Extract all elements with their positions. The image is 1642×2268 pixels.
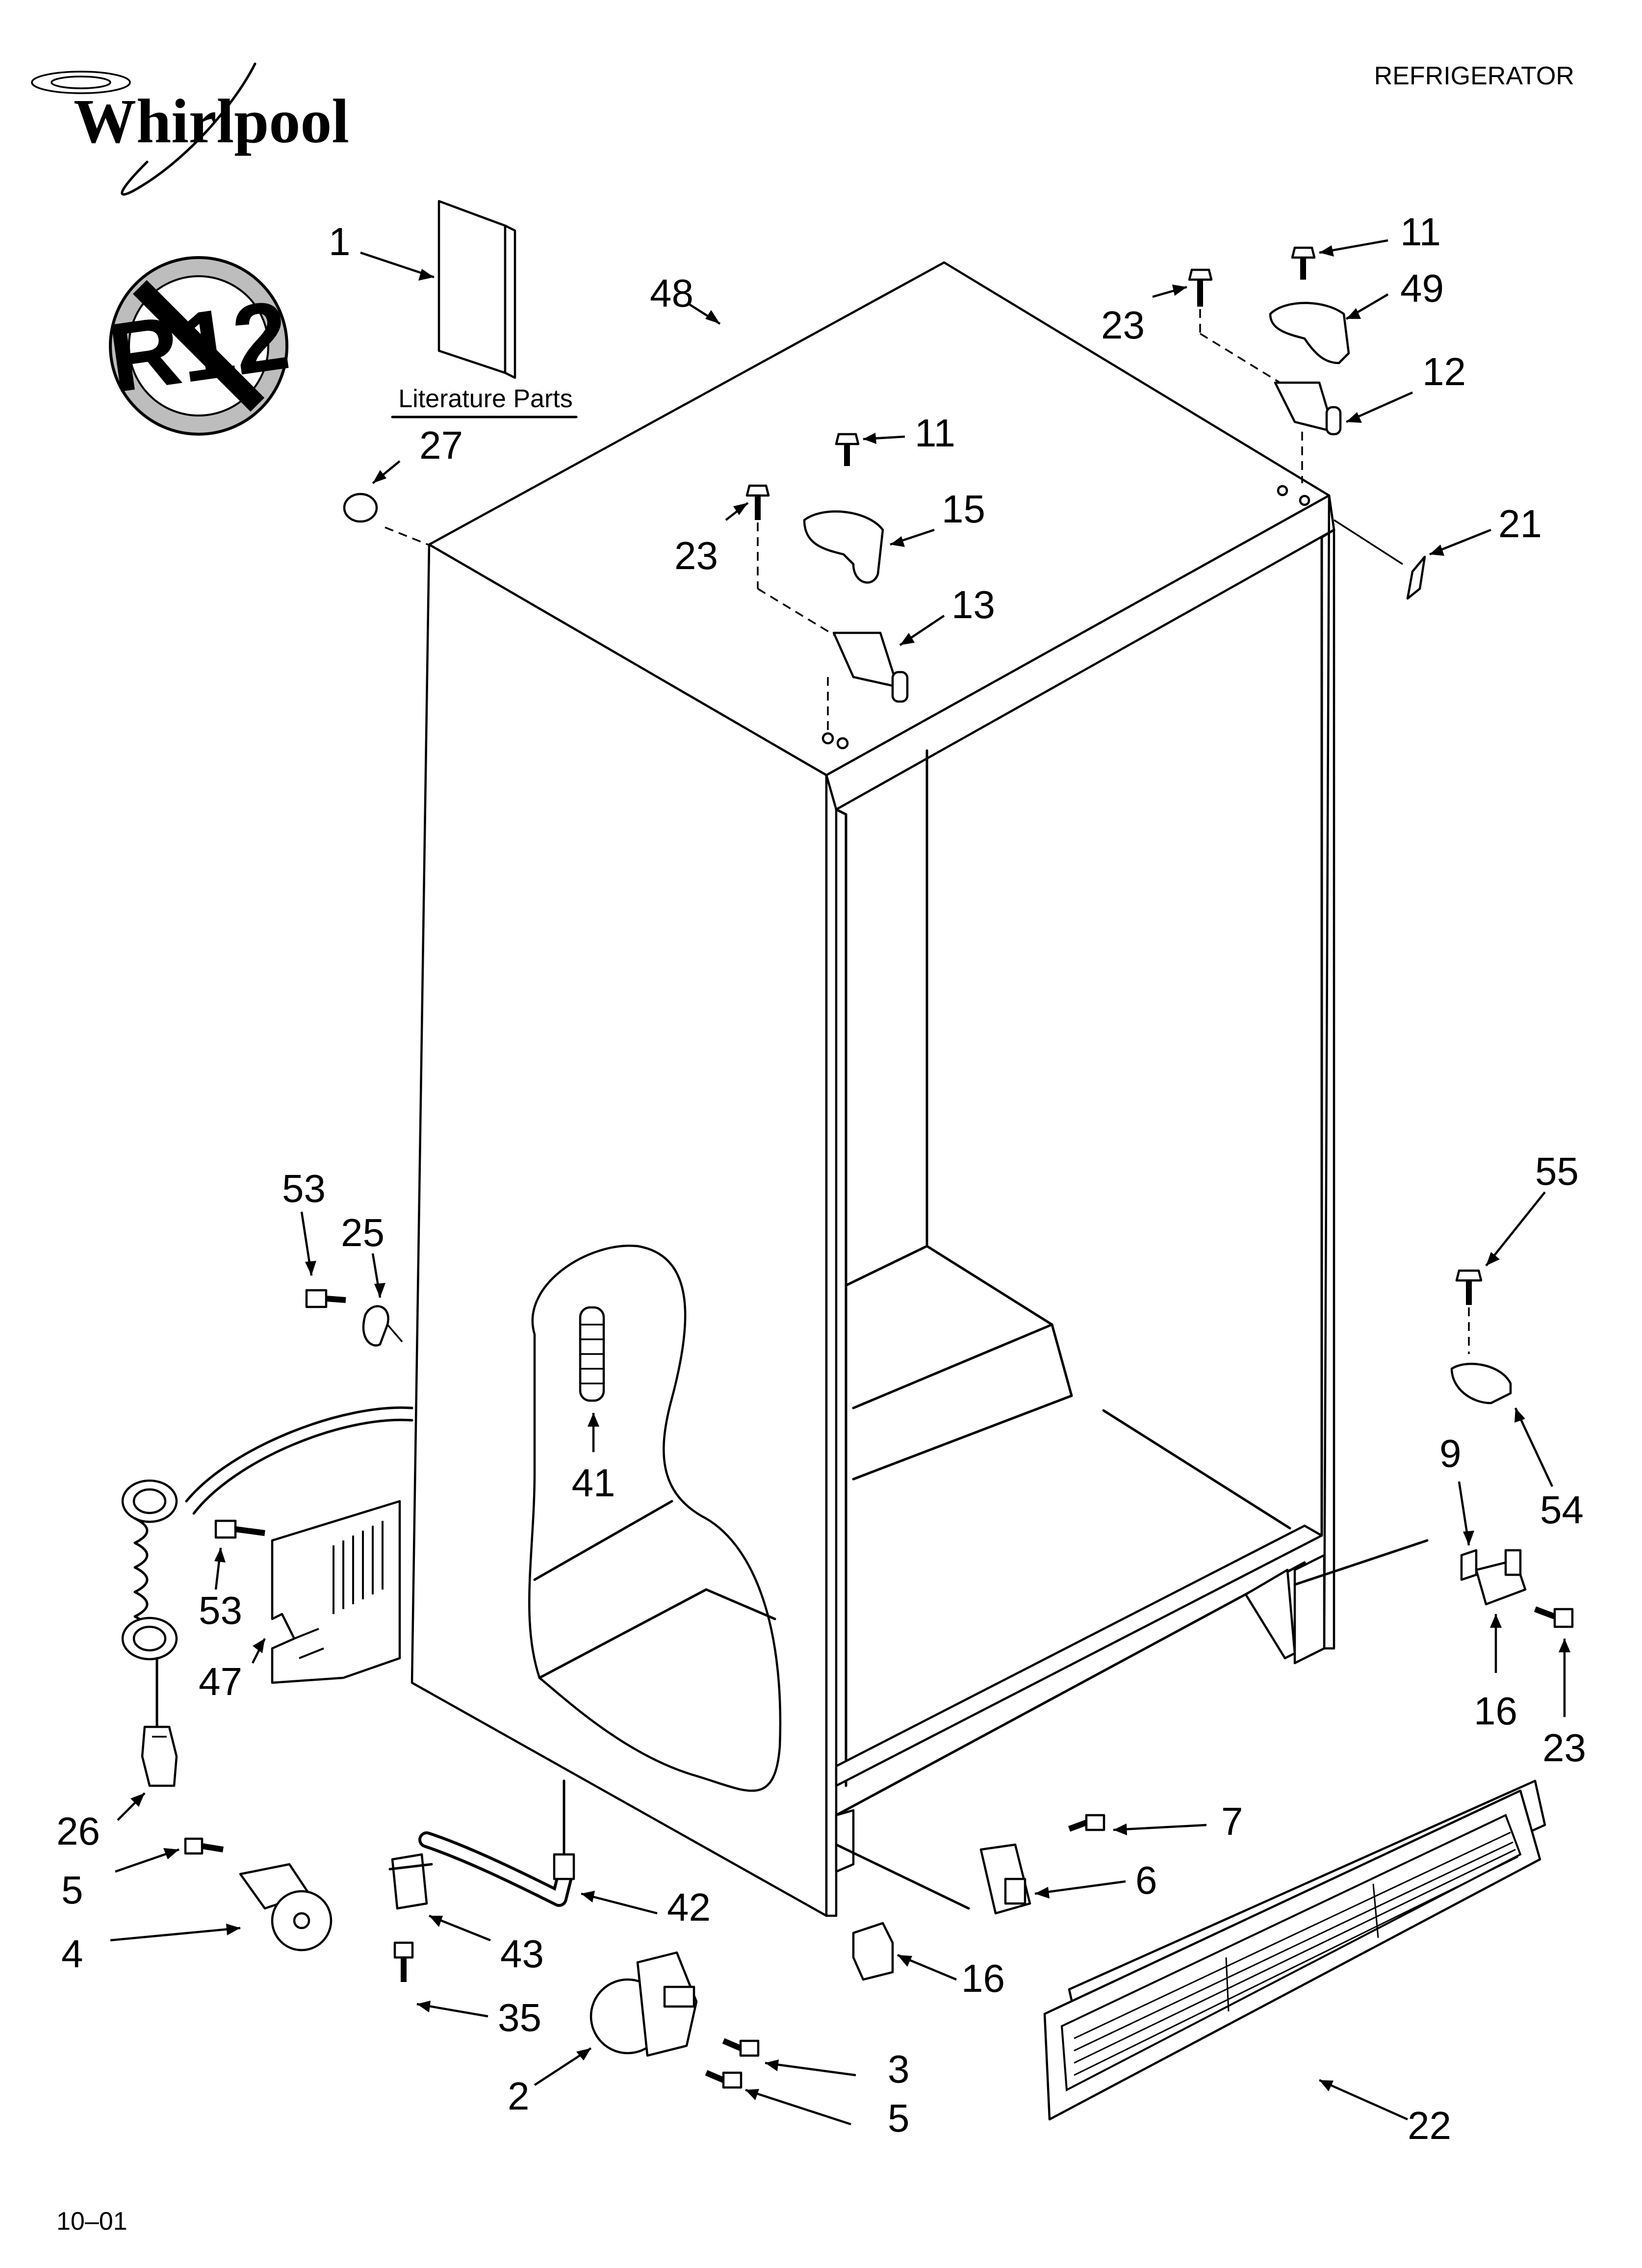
callout-25: 25 xyxy=(341,1211,385,1254)
literature-parts-label: Literature Parts xyxy=(398,385,573,413)
callout-23: 23 xyxy=(1542,1726,1586,1770)
plug-button-27 xyxy=(343,493,378,523)
callout-23: 23 xyxy=(674,534,718,577)
callout-23: 23 xyxy=(1101,303,1145,347)
clip-21 xyxy=(1334,519,1426,600)
control-box-47 xyxy=(271,1500,401,1684)
callout-3: 3 xyxy=(888,2047,910,2091)
roller-2 xyxy=(590,1951,698,2057)
callout-15: 15 xyxy=(942,487,985,531)
callout-11: 11 xyxy=(1400,210,1441,254)
bracket-54 xyxy=(1450,1362,1512,1405)
screw-5-right xyxy=(705,2070,743,2089)
callout-1: 1 xyxy=(329,220,351,263)
refrigerator-cabinet xyxy=(410,261,1429,1917)
callout-47: 47 xyxy=(199,1660,242,1703)
footer-code: 10–01 xyxy=(56,2207,128,2236)
top-hinge-left xyxy=(745,433,909,750)
screw-53-upper xyxy=(305,1289,346,1308)
screw-53-lower xyxy=(214,1519,265,1539)
screw-11-left xyxy=(835,433,860,466)
callout-16: 16 xyxy=(961,1956,1005,2000)
callout-55: 55 xyxy=(1535,1149,1579,1193)
callout-27: 27 xyxy=(419,423,463,467)
callout-16: 16 xyxy=(1474,1689,1517,1733)
no-r12-badge: R12 xyxy=(102,256,295,436)
callout-22: 22 xyxy=(1408,2104,1451,2147)
callout-5: 5 xyxy=(61,1868,83,1912)
brand-logo-text: Whirlpool xyxy=(74,86,349,156)
screw-11-right xyxy=(1291,246,1316,280)
top-hinge-right xyxy=(1188,246,1350,506)
screw-55 xyxy=(1455,1269,1483,1305)
callout-12: 12 xyxy=(1422,350,1466,393)
power-cord-26 xyxy=(121,1406,413,1787)
callout-42: 42 xyxy=(667,1885,711,1929)
screw-35 xyxy=(393,1941,414,1982)
callout-9: 9 xyxy=(1439,1432,1462,1475)
callout-54: 54 xyxy=(1540,1488,1584,1532)
literature-booklet: Literature Parts xyxy=(391,200,578,418)
callout-13: 13 xyxy=(951,583,995,626)
callout-11: 11 xyxy=(915,411,955,455)
screw-23-left xyxy=(745,484,770,520)
screw-7 xyxy=(1068,1814,1105,1832)
callout-5: 5 xyxy=(888,2096,910,2140)
bracket-16-right xyxy=(1475,1549,1527,1606)
callout-48: 48 xyxy=(650,271,693,315)
tube-clip-43 xyxy=(388,1853,433,1910)
drain-coil xyxy=(579,1306,605,1402)
callout-41: 41 xyxy=(572,1461,616,1505)
category-title: REFRIGERATOR xyxy=(1374,62,1574,90)
leader-arrowheads xyxy=(130,245,1570,2100)
hinge-cover-15 xyxy=(803,510,884,584)
screw-23-right-lower xyxy=(1534,1606,1574,1628)
hinge-bracket-12 xyxy=(1274,381,1342,436)
callout-7: 7 xyxy=(1221,1799,1243,1843)
drain-tube-42 xyxy=(418,1779,575,1907)
spacer-9 xyxy=(1460,1549,1478,1581)
whirlpool-logo: Whirlpool xyxy=(31,62,349,196)
roller-4 xyxy=(239,1863,333,1952)
bracket-16-lower xyxy=(852,1922,894,1981)
clip-25 xyxy=(362,1305,403,1347)
callout-26: 26 xyxy=(56,1809,100,1853)
screw-3 xyxy=(722,2038,760,2057)
callout-53: 53 xyxy=(282,1167,326,1210)
callout-49: 49 xyxy=(1400,266,1444,310)
hinge-cover-49 xyxy=(1269,302,1350,365)
hinge-bracket-13 xyxy=(832,631,909,703)
bracket-6 xyxy=(979,1843,1031,1915)
callout-6: 6 xyxy=(1135,1858,1157,1902)
callout-21: 21 xyxy=(1498,502,1542,546)
callout-43: 43 xyxy=(500,1932,544,1976)
callout-4: 4 xyxy=(61,1932,83,1976)
callout-2: 2 xyxy=(508,2074,530,2118)
toe-grille-22 xyxy=(1043,1779,1546,2121)
screw-23-right xyxy=(1188,268,1213,307)
callout-labels: 1 48 27 11 23 15 13 11 23 49 12 21 53 25… xyxy=(56,210,1586,2147)
screw-5-left xyxy=(184,1837,224,1855)
callout-35: 35 xyxy=(498,1996,541,2039)
callout-53: 53 xyxy=(199,1589,242,1632)
